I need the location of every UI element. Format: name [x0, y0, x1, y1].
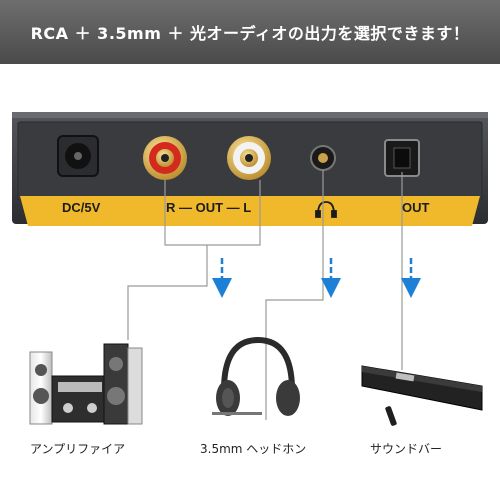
banner-text: RCA ＋ 3.5mm ＋ 光オーディオの出力を選択できます！ — [30, 24, 470, 43]
soundbar-icon — [361, 365, 483, 426]
dc-port-icon — [57, 135, 99, 177]
device-label-amplifier: アンプリファイア — [30, 442, 126, 456]
headphones-icon — [212, 336, 300, 420]
panel-top-edge — [12, 112, 488, 118]
headphone-jack-icon — [310, 145, 336, 171]
rca-out-label: R ― OUT ― L — [166, 200, 252, 215]
signal-arrows — [212, 258, 421, 298]
headphone-icon — [315, 201, 337, 218]
label-strip — [20, 196, 480, 226]
optical-out-label: OUT — [402, 200, 430, 215]
rca-wire-loop — [164, 180, 261, 246]
rca-right-port-icon — [143, 136, 187, 180]
rca-left-port-icon — [227, 136, 271, 180]
rca-wire-to-amp — [127, 245, 208, 340]
device-label-soundbar: サウンドバー — [370, 442, 443, 456]
amplifier-speakers-icon — [29, 343, 143, 425]
remote-icon — [385, 406, 397, 426]
connection-wires — [127, 170, 403, 370]
jack-wire-to-headphones — [265, 170, 324, 355]
title-banner: RCA ＋ 3.5mm ＋ 光オーディオの出力を選択できます！ — [0, 0, 500, 64]
device-label-headphones: 3.5mm ヘッドホン — [200, 442, 307, 456]
optical-port-icon — [384, 139, 420, 177]
dc-port-label: DC/5V — [62, 200, 101, 215]
